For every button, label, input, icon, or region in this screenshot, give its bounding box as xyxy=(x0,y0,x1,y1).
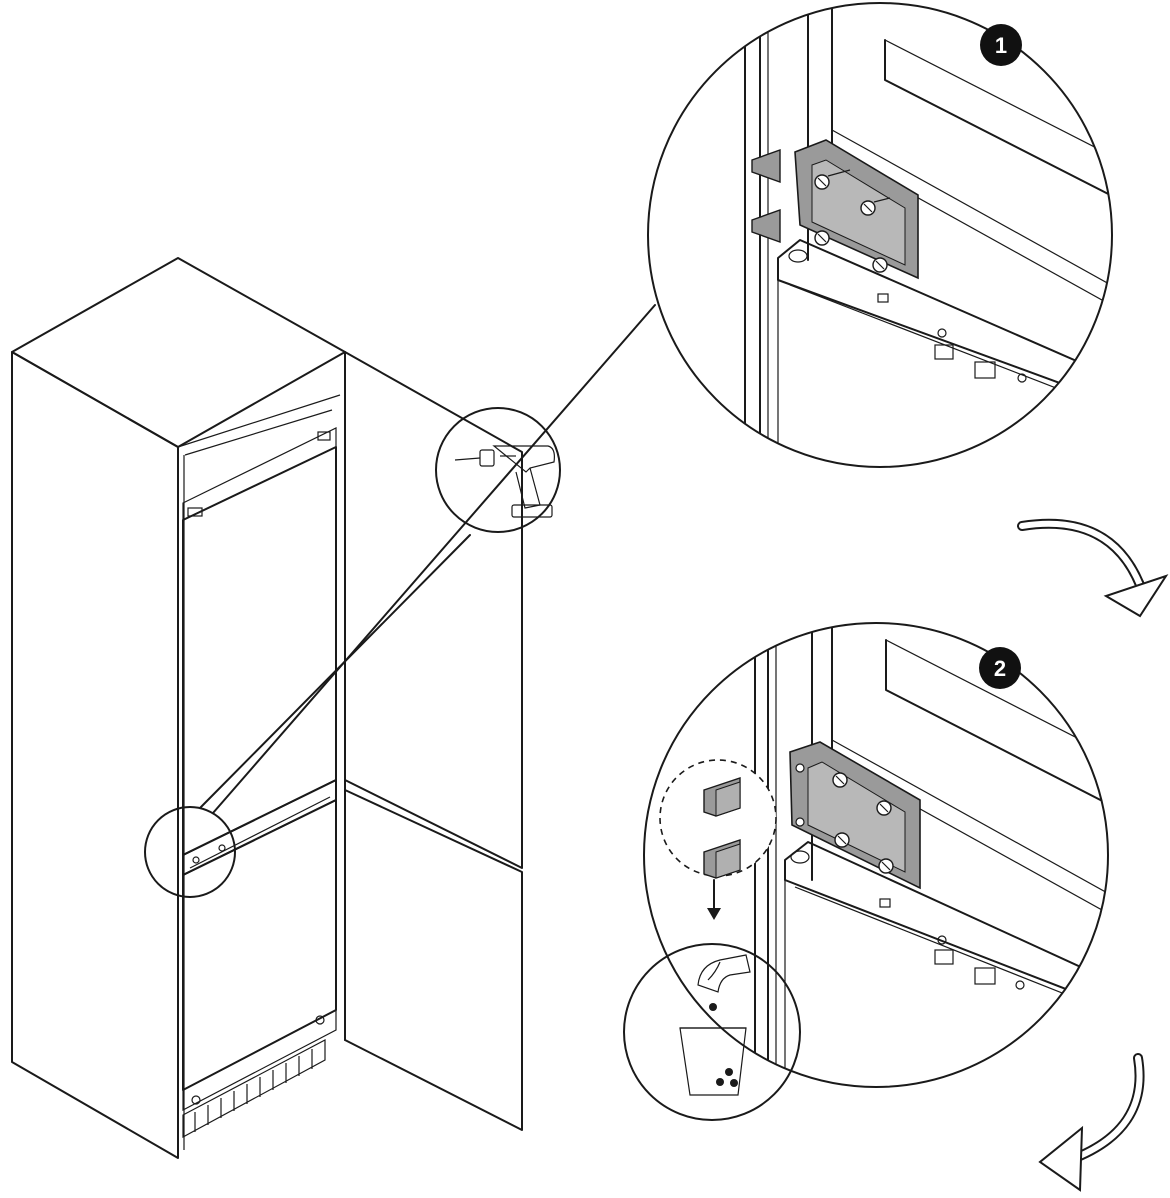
hinge-bracket-icon xyxy=(789,741,921,890)
removed-spacer-clips xyxy=(659,759,777,920)
step-badge-1: 1 xyxy=(980,24,1022,66)
vent-grille xyxy=(194,1049,313,1132)
leader-line-lower xyxy=(199,534,471,809)
discard-in-bin-icon xyxy=(623,943,801,1121)
detail-callout-circle xyxy=(144,806,236,898)
curved-arrow-icon xyxy=(1038,1053,1145,1192)
cabinet xyxy=(11,257,346,1159)
step-badge-2: 2 xyxy=(979,647,1021,689)
cordless-drill-icon xyxy=(435,407,561,533)
fridge-appliance xyxy=(182,427,337,1139)
leader-line-upper xyxy=(212,304,656,814)
step-1-detail: 1 xyxy=(647,2,1113,468)
hinge-bracket-icon xyxy=(751,139,919,280)
step-number-2: 2 xyxy=(994,656,1006,681)
curved-arrow-icon xyxy=(1017,518,1169,618)
cabinet-doors xyxy=(344,351,523,1131)
step-2-detail: 2 xyxy=(623,622,1109,1121)
step-number-1: 1 xyxy=(995,33,1007,58)
